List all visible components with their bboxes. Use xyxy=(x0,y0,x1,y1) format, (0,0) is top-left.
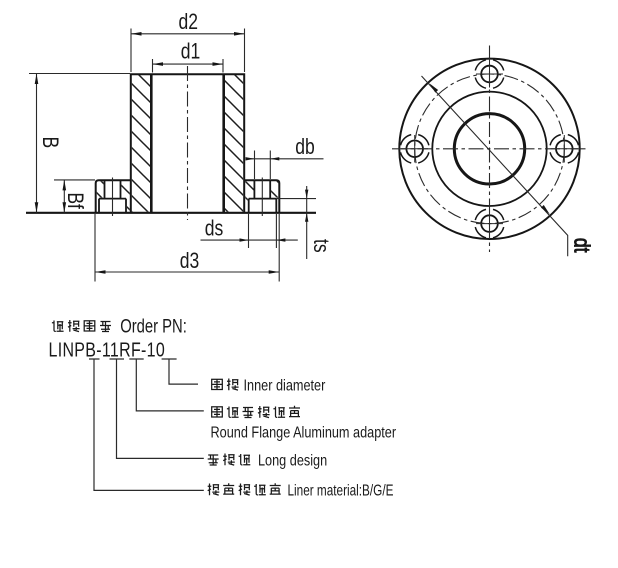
svg-text:Long design: Long design xyxy=(258,452,327,469)
svg-text:LINPB-11RF-10: LINPB-11RF-10 xyxy=(49,338,166,361)
svg-text:B: B xyxy=(37,136,62,148)
svg-text:ts: ts xyxy=(308,239,333,253)
svg-text:Liner material:B/G/E: Liner material:B/G/E xyxy=(288,482,394,499)
svg-text:Round Flange Aluminum adapter: Round Flange Aluminum adapter xyxy=(211,424,397,441)
svg-text:dt: dt xyxy=(569,238,594,253)
svg-text:ds: ds xyxy=(205,217,224,242)
svg-text:db: db xyxy=(295,135,315,160)
svg-text:d3: d3 xyxy=(180,249,200,274)
svg-text:Bf: Bf xyxy=(63,192,88,209)
svg-text:d1: d1 xyxy=(181,40,201,65)
svg-text:Order PN:: Order PN: xyxy=(120,316,187,337)
svg-text:Inner diameter: Inner diameter xyxy=(244,377,326,394)
svg-text:d2: d2 xyxy=(178,10,198,35)
